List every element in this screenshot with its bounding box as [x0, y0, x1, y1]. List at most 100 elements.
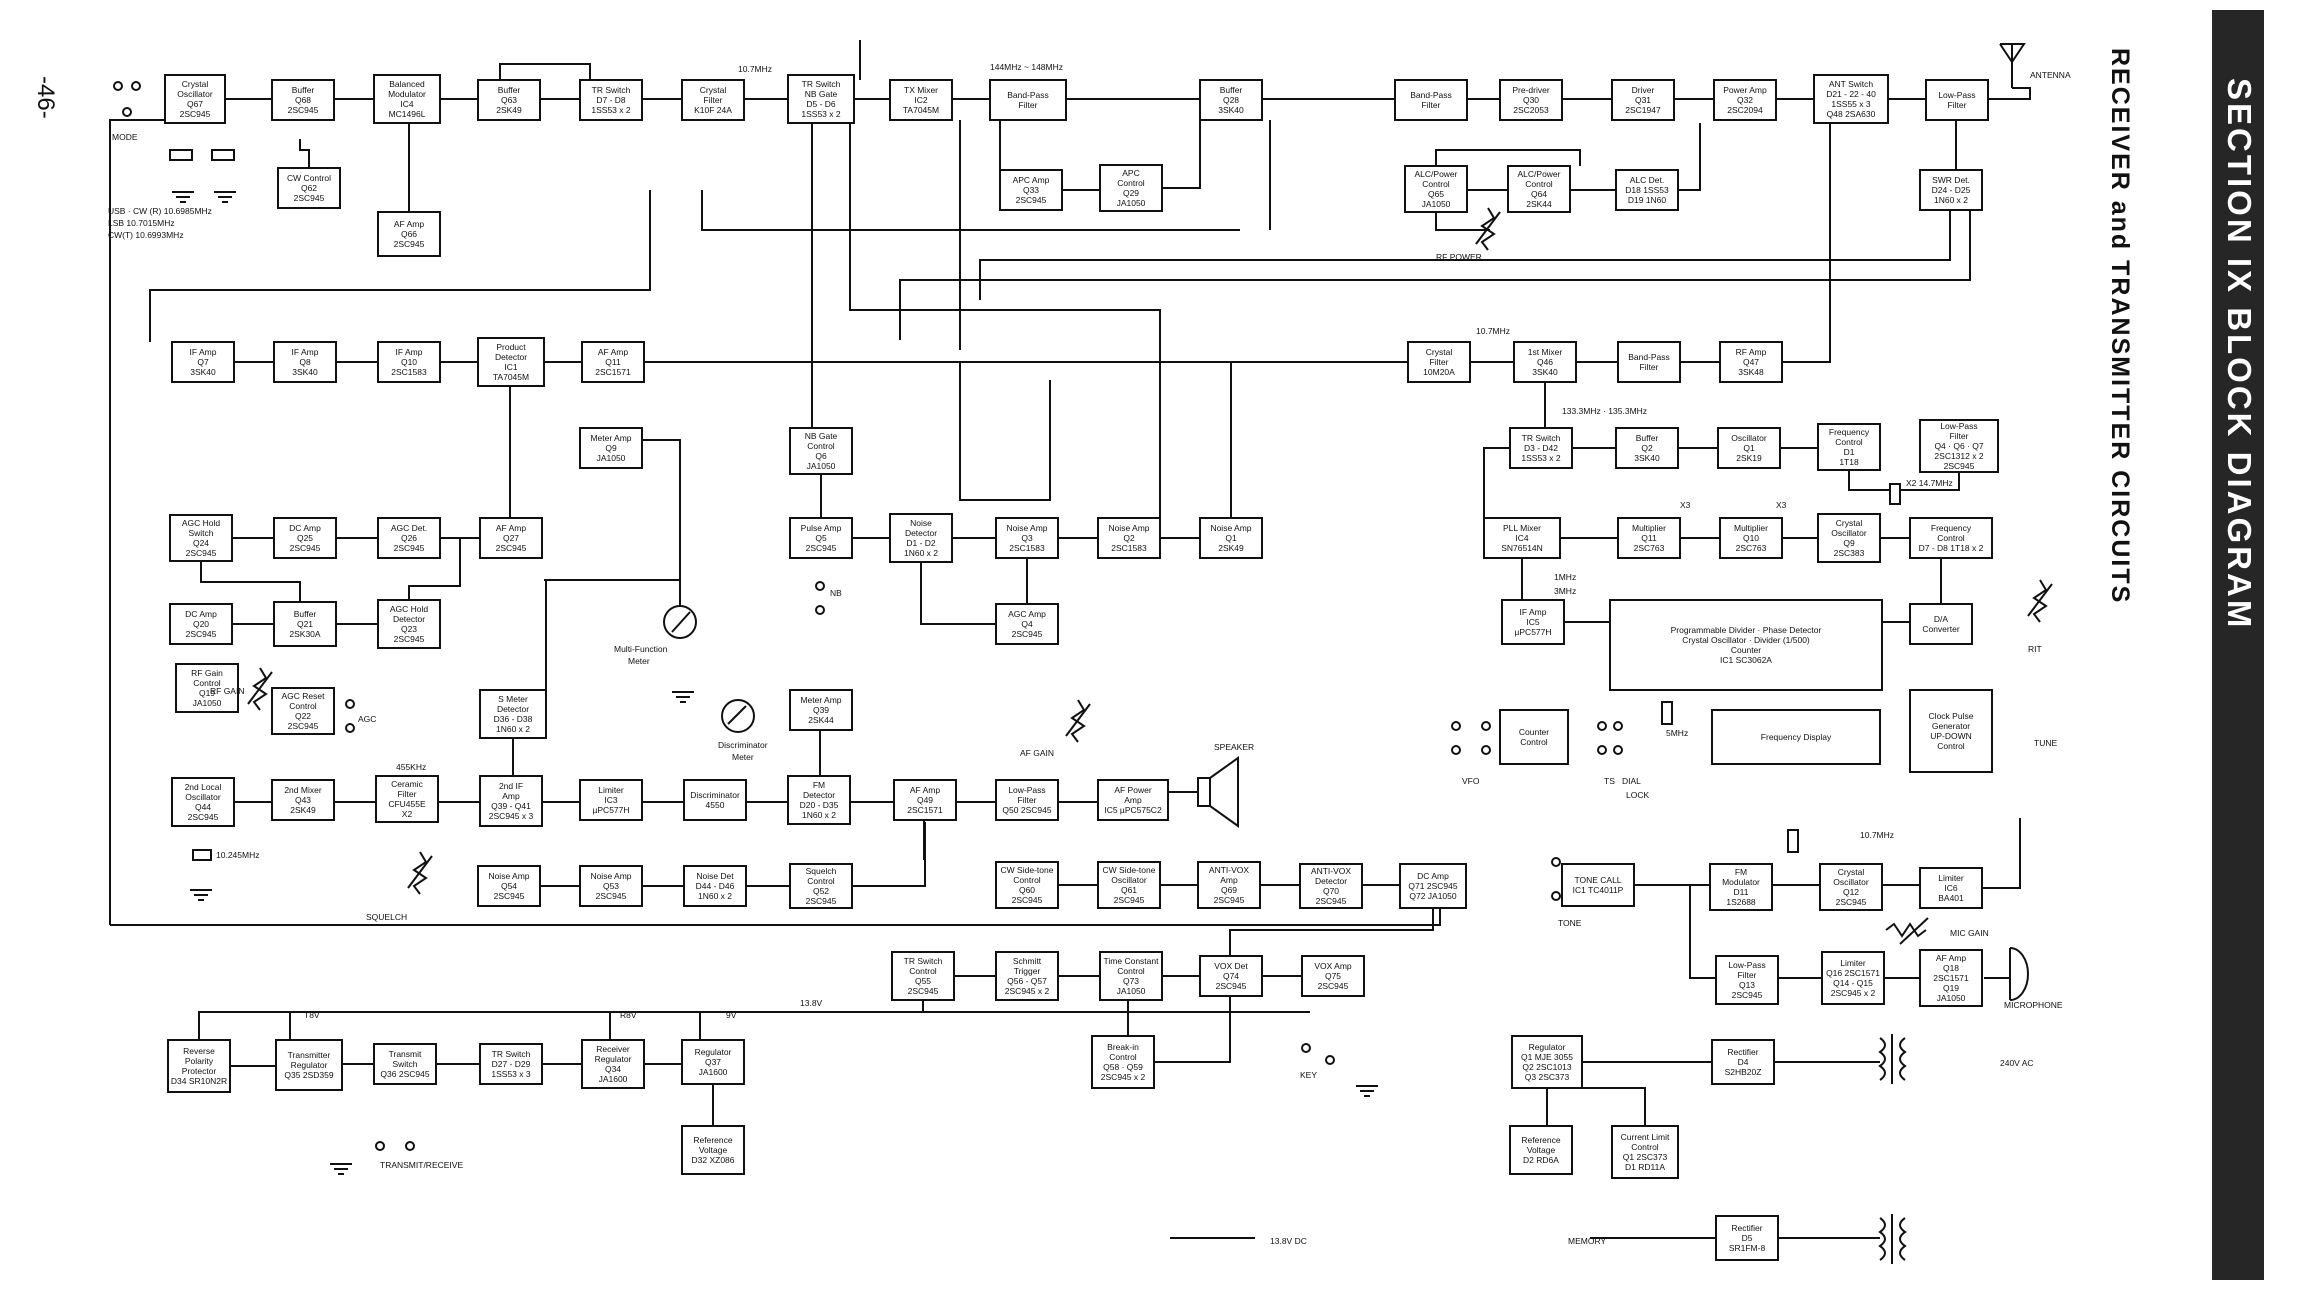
block-disc-line-1: 4550	[706, 800, 725, 810]
block-q66-line-0: AF Amp	[394, 219, 425, 229]
block-xf1-line-0: Crystal	[700, 85, 727, 95]
block-q63-line-1: Q63	[501, 95, 517, 105]
block-afpa-line-0: AF Power	[1114, 785, 1151, 795]
label-tonesw: TONE	[1558, 918, 1582, 928]
block-nbctl-line-2: Q6	[815, 451, 827, 461]
antenna-icon	[1999, 43, 2026, 88]
block-q60-line-3: 2SC945	[1012, 895, 1043, 905]
block-q22-line-2: Q22	[295, 711, 311, 721]
block-fc1-line-1: Control	[1835, 437, 1863, 447]
block-q16-line-1: Q16 2SC1571	[1826, 968, 1880, 978]
blocks: CrystalOscillatorQ672SC945BufferQ682SC94…	[164, 74, 1999, 1261]
crystal-icon	[169, 149, 1901, 861]
block-q4a-line-0: AGC Amp	[1008, 609, 1046, 619]
block-q44-line-1: Oscillator	[185, 792, 221, 802]
block-q35-line-1: Regulator	[291, 1060, 328, 1070]
block-q10-line-0: IF Amp	[396, 347, 423, 357]
block-rect2-line-0: Rectifier	[1731, 1223, 1762, 1233]
block-q63-line-2: 2SK49	[496, 105, 522, 115]
label-rfpower: RF POWER	[1436, 252, 1482, 262]
block-ic6-line-0: Limiter	[1938, 873, 1964, 883]
block-xo-line-0: Crystal	[182, 79, 209, 89]
block-clc-line-3: D1 RD11A	[1625, 1162, 1665, 1172]
block-cc-line-0: Counter	[1519, 727, 1549, 737]
block-q18-line-2: 2SC1571	[1933, 973, 1969, 983]
block-q3n-line-0: Noise Amp	[1006, 523, 1047, 533]
block-cwctl-line-2: 2SC945	[294, 193, 325, 203]
block-q61-line-3: 2SC945	[1114, 895, 1145, 905]
block-rpp-line-3: D34 SR10N2R	[171, 1076, 227, 1086]
block-fmdet-line-3: 1N60 x 2	[802, 810, 836, 820]
block-q33-line-2: 2SC945	[1016, 195, 1047, 205]
block-q20-line-1: Q20	[193, 619, 209, 629]
label-micgain: MIC GAIN	[1950, 928, 1989, 938]
block-swr-line-0: SWR Det.	[1932, 175, 1970, 185]
switch-icons	[113, 81, 1623, 1151]
block-bi-line-2: Q58 · Q59	[1103, 1062, 1143, 1072]
block-lpf2-line-3: 2SC1312 x 2	[1934, 451, 1983, 461]
ground-icons	[172, 191, 1378, 1175]
block-ic1-line-1: Crystal Oscillator · Divider (1/500)	[1682, 635, 1810, 645]
block-dcamp-line-2: Q72 JA1050	[1409, 891, 1457, 901]
block-prod-line-1: Detector	[495, 352, 527, 362]
block-nbgate-line-1: NB Gate	[805, 89, 838, 99]
block-refv1-line-1: Voltage	[699, 1145, 728, 1155]
block-ic4m-line-0: Balanced	[389, 79, 425, 89]
wires	[109, 40, 2031, 1239]
block-q31-line-2: 2SC1947	[1625, 105, 1661, 115]
label-ts: TS	[1604, 776, 1615, 786]
wire-129	[701, 190, 1240, 231]
block-trsw1-line-1: D7 - D8	[596, 95, 626, 105]
block-lpf1-line-0: Low-Pass	[1938, 90, 1975, 100]
block-ic1-line-2: Counter	[1731, 645, 1761, 655]
block-nd-line-1: Detector	[905, 528, 937, 538]
block-q35-line-2: Q35 2SD359	[284, 1070, 333, 1080]
block-regm-line-1: Q1 MJE 3055	[1521, 1052, 1573, 1062]
block-q75-line-2: 2SC945	[1318, 981, 1349, 991]
block-nbgate-line-0: TR Switch	[802, 79, 841, 89]
block-prod-line-2: IC1	[504, 362, 518, 372]
block-q1n-line-2: 2SK49	[1218, 543, 1244, 553]
block-q36-line-1: Switch	[392, 1059, 417, 1069]
multi-function-meter-icon	[663, 605, 697, 639]
block-q69-line-2: Q69	[1221, 885, 1237, 895]
block-lpf2-line-1: Filter	[1950, 431, 1969, 441]
block-q1o-line-0: Oscillator	[1731, 433, 1767, 443]
sub-title: RECEIVER and TRANSMITTER CIRCUITS	[2106, 48, 2134, 604]
block-q68-line-0: Buffer	[292, 85, 315, 95]
block-q43-line-1: Q43	[295, 795, 311, 805]
block-bpf1-line-1: Filter	[1019, 100, 1038, 110]
block-q21-line-1: Q21	[297, 619, 313, 629]
block-q70-line-2: Q70	[1323, 886, 1339, 896]
block-q60-line-1: Control	[1013, 875, 1041, 885]
block-q54-line-0: Noise Amp	[488, 871, 529, 881]
label-dial: DIAL	[1622, 776, 1641, 786]
block-schm-line-0: Schmitt	[1013, 956, 1042, 966]
wire-127	[109, 119, 165, 925]
wire-135	[959, 362, 1051, 501]
block-q13-line-1: Filter	[1738, 970, 1757, 980]
wire-29	[1435, 212, 1490, 231]
block-q2n-line-1: Q2	[1123, 533, 1135, 543]
wire-25	[1435, 149, 1581, 166]
block-q61-line-0: CW Side-tone	[1103, 865, 1156, 875]
wire-38	[1782, 123, 1831, 363]
transformer-icon-1	[1878, 1034, 1907, 1084]
block-q9-line-2: JA1050	[597, 453, 626, 463]
label-f107b: 10.7MHz	[1476, 326, 1510, 336]
